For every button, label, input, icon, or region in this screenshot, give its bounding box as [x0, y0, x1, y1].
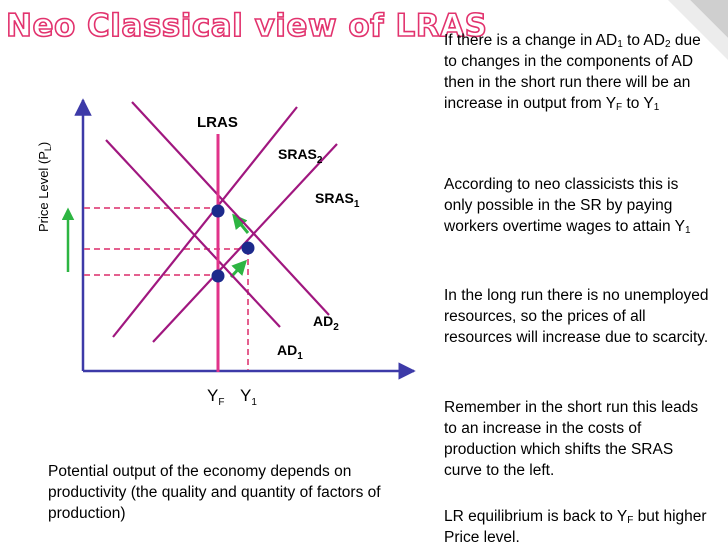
sras2-label: SRAS2	[278, 146, 323, 166]
shift-arrow-lower	[229, 259, 248, 279]
equilibrium-point-short-run	[241, 241, 255, 255]
y1-label: Y1	[240, 386, 257, 408]
equilibrium-point-new	[211, 204, 225, 218]
ad2-label: AD2	[313, 313, 339, 333]
explanation-lr-equilibrium: LR equilibrium is back to YF but higher …	[444, 508, 707, 546]
yf-label: YF	[207, 386, 224, 408]
explanation-long-run: In the long run there is no unemployed r…	[444, 287, 709, 346]
ad1-curve	[105, 139, 281, 328]
ad2-curve	[131, 101, 330, 316]
shift-arrow-upper	[232, 213, 250, 234]
sras2-curve	[112, 106, 298, 338]
explanation-overtime-wages: According to neo classicists this is onl…	[444, 176, 691, 236]
lras-diagram: Price Level (PL) LRAS SRAS2 SRAS1 AD2 AD…	[36, 98, 416, 408]
explanation-ad-shift: If there is a change in AD1 to AD2 due t…	[444, 32, 701, 113]
lras-label: LRAS	[197, 114, 238, 131]
potential-output-caption: Potential output of the economy depends …	[48, 463, 381, 522]
y-axis-label: Price Level (PL)	[36, 142, 53, 232]
page-corner-decoration	[668, 0, 728, 60]
price-guide-lines	[84, 207, 249, 370]
equilibrium-point-initial	[211, 269, 225, 283]
ad1-label: AD1	[277, 342, 303, 362]
explanation-sras-shift: Remember in the short run this leads to …	[444, 399, 699, 479]
sras1-label: SRAS1	[315, 190, 360, 210]
slide-title: Neo Classical view of LRAS	[5, 7, 488, 45]
